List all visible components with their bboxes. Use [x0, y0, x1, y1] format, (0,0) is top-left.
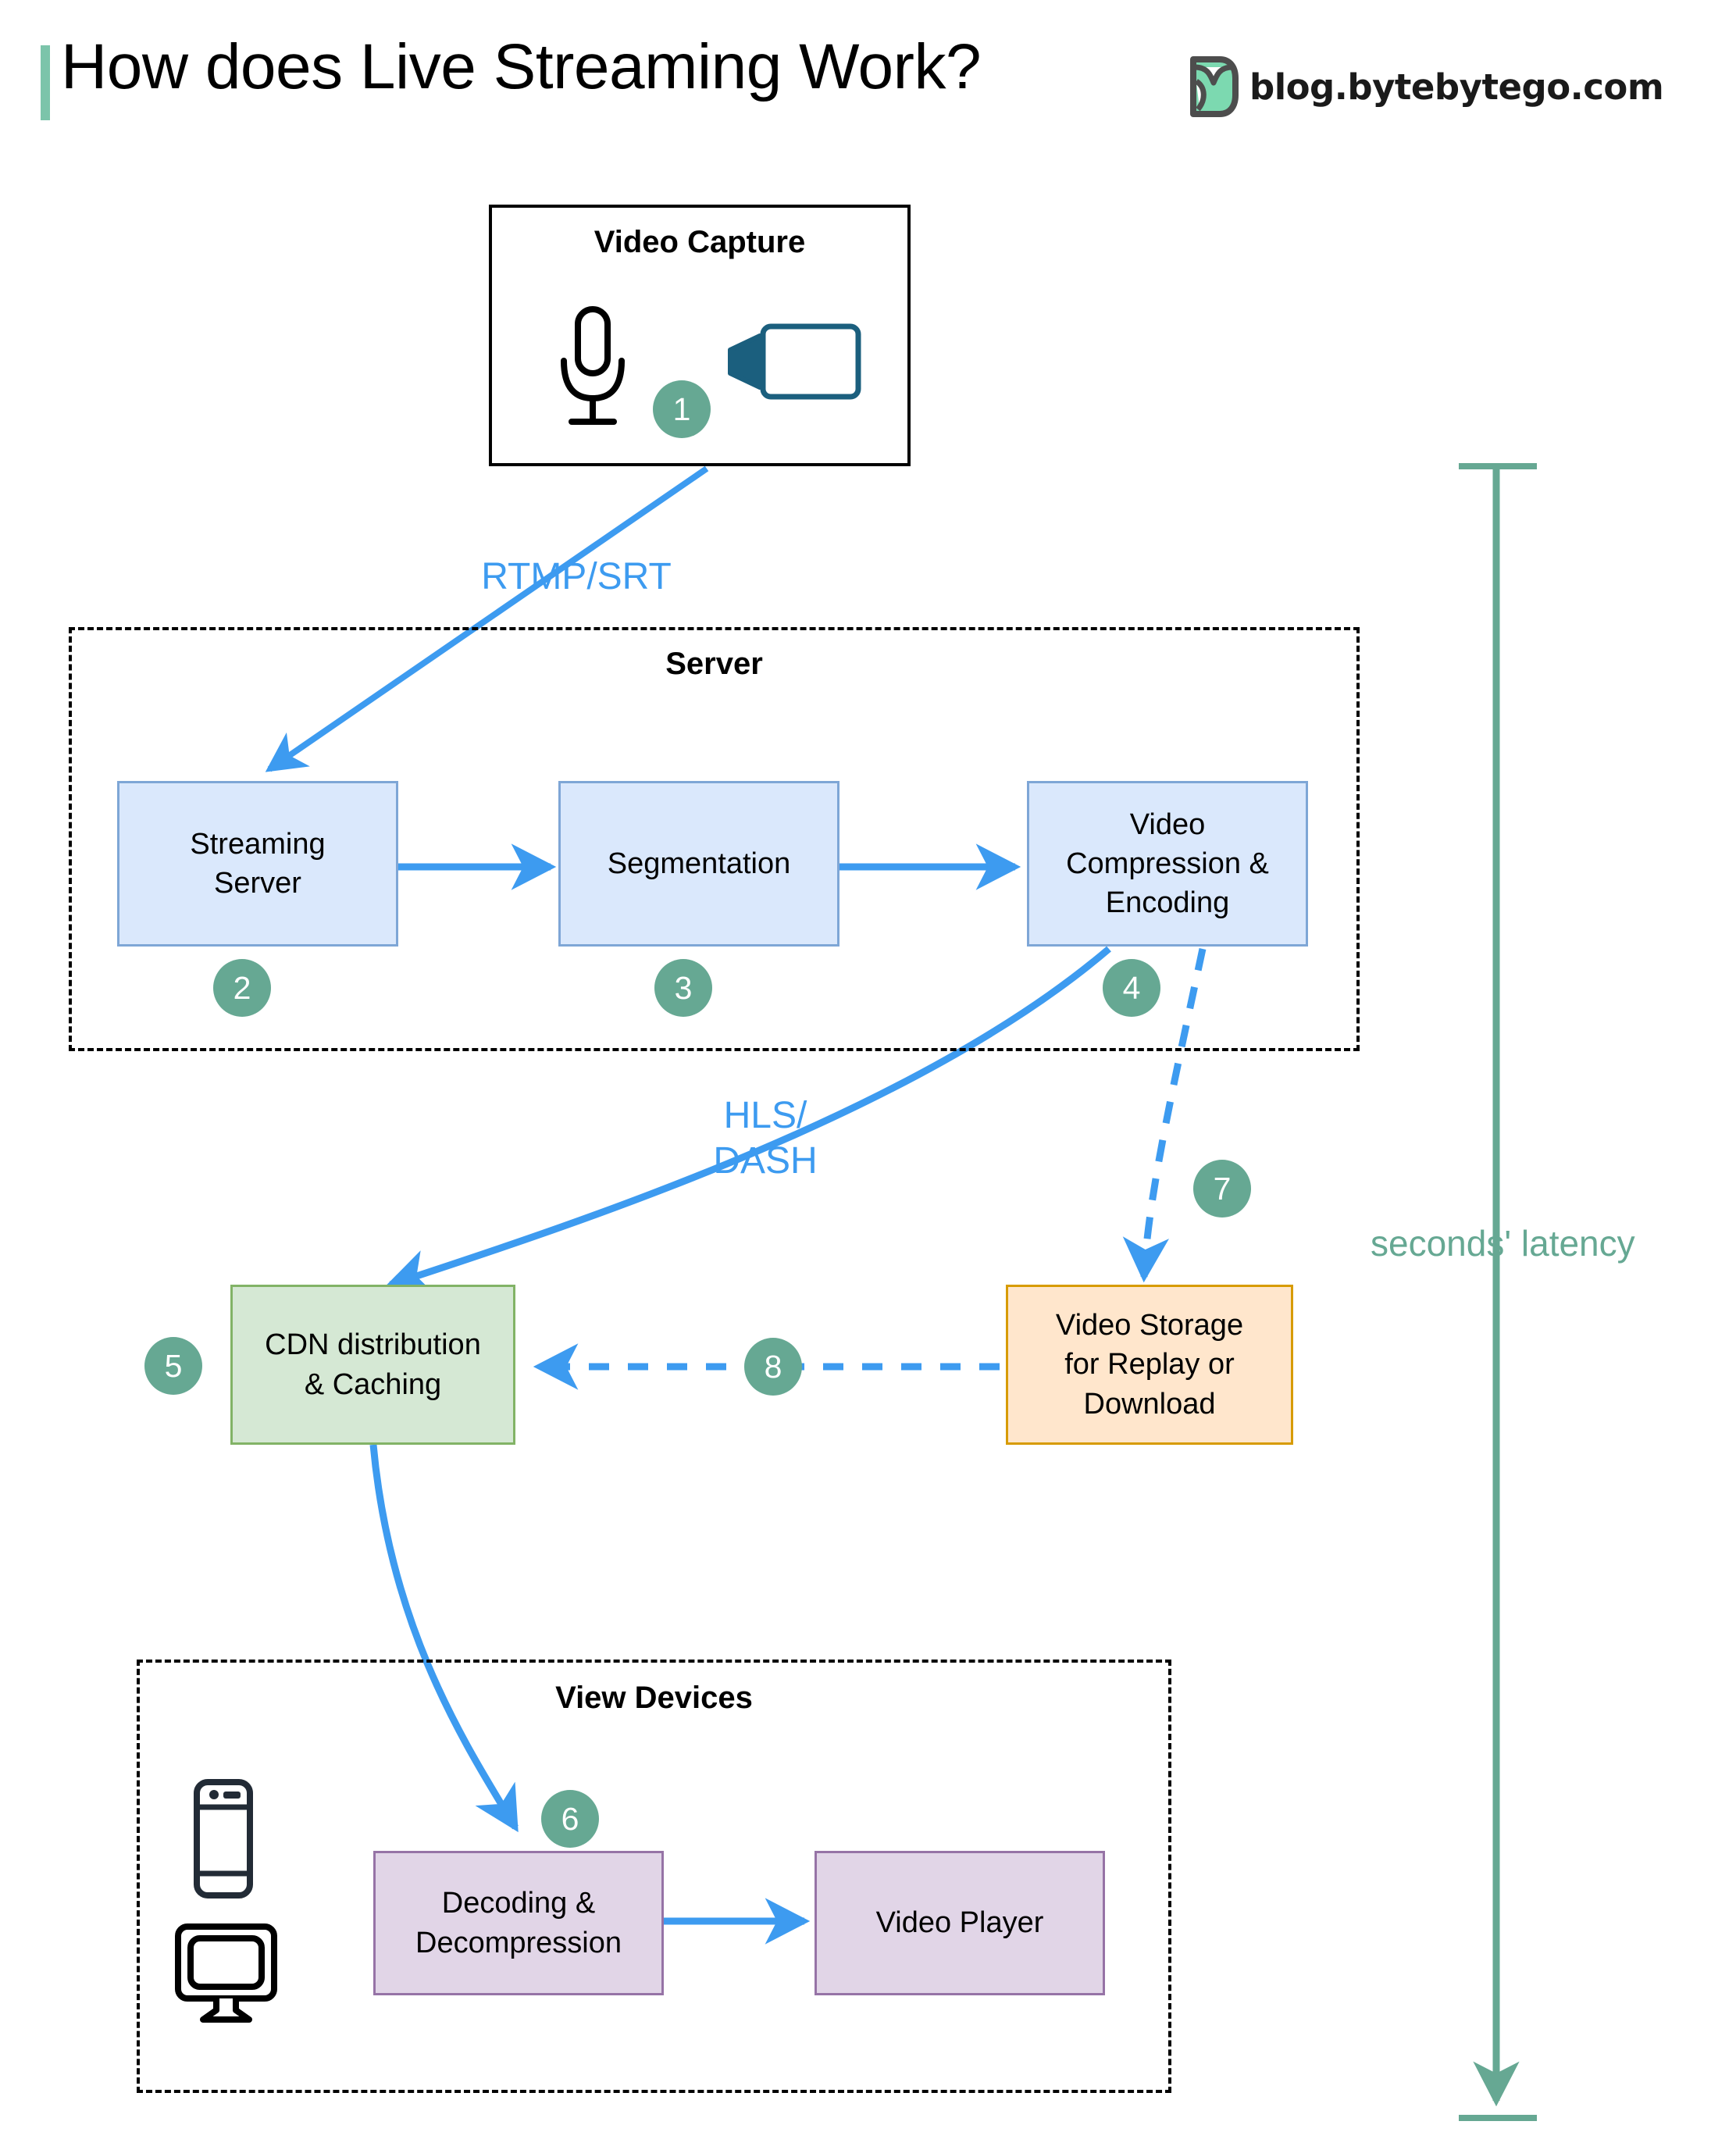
node-cdn-distribution[interactable]: CDN distribution & Caching [230, 1285, 515, 1445]
view-devices-group [137, 1660, 1171, 2093]
bytebytego-logo-icon [1190, 56, 1239, 117]
node-streaming-server-label: Streaming Server [190, 827, 326, 900]
brand-block: blog.bytebytego.com [1187, 55, 1664, 119]
brand-url: blog.bytebytego.com [1249, 66, 1664, 108]
step-badge-2: 2 [213, 959, 271, 1017]
node-video-player-label: Video Player [875, 1906, 1044, 1940]
video-capture-title: Video Capture [594, 225, 806, 259]
page-header: How does Live Streaming Work? blog.byteb… [0, 0, 1736, 164]
view-devices-title: View Devices [555, 1681, 753, 1715]
title-accent-bar [41, 45, 50, 120]
node-segmentation-label: Segmentation [607, 847, 791, 880]
node-cdn-label: CDN distribution & Caching [265, 1328, 481, 1401]
node-decoding-label: Decoding & Decompression [415, 1887, 622, 1959]
mobile-device-icon [194, 1779, 253, 1898]
step-badge-7: 7 [1193, 1160, 1251, 1218]
node-streaming-server[interactable]: Streaming Server [117, 781, 398, 947]
node-segmentation[interactable]: Segmentation [558, 781, 839, 947]
step-badge-4: 4 [1103, 959, 1160, 1017]
step-badge-1: 1 [653, 380, 711, 438]
node-video-storage[interactable]: Video Storage for Replay or Download [1006, 1285, 1293, 1445]
step-badge-6: 6 [541, 1790, 599, 1848]
step-badge-8: 8 [744, 1338, 802, 1396]
node-video-compression[interactable]: Video Compression & Encoding [1027, 781, 1308, 947]
edge-label-rtmp-srt: RTMP/SRT [481, 556, 672, 597]
server-group [69, 627, 1360, 1051]
video-capture-group [489, 205, 911, 466]
node-decoding-decompression[interactable]: Decoding & Decompression [373, 1851, 664, 1995]
microphone-icon [561, 306, 625, 425]
step-badge-5: 5 [144, 1337, 202, 1395]
desktop-monitor-icon [175, 1923, 277, 2023]
server-title: Server [665, 647, 763, 681]
node-video-player[interactable]: Video Player [815, 1851, 1105, 1995]
latency-annotation: seconds' latency [1371, 1223, 1635, 1264]
camera-icon [728, 323, 861, 400]
page-title: How does Live Streaming Work? [61, 31, 982, 102]
step-badge-3: 3 [654, 959, 712, 1017]
node-video-storage-label: Video Storage for Replay or Download [1055, 1309, 1244, 1421]
node-video-compression-label: Video Compression & Encoding [1066, 808, 1269, 920]
edge-label-hls-dash: HLS/ DASH [713, 1095, 818, 1182]
